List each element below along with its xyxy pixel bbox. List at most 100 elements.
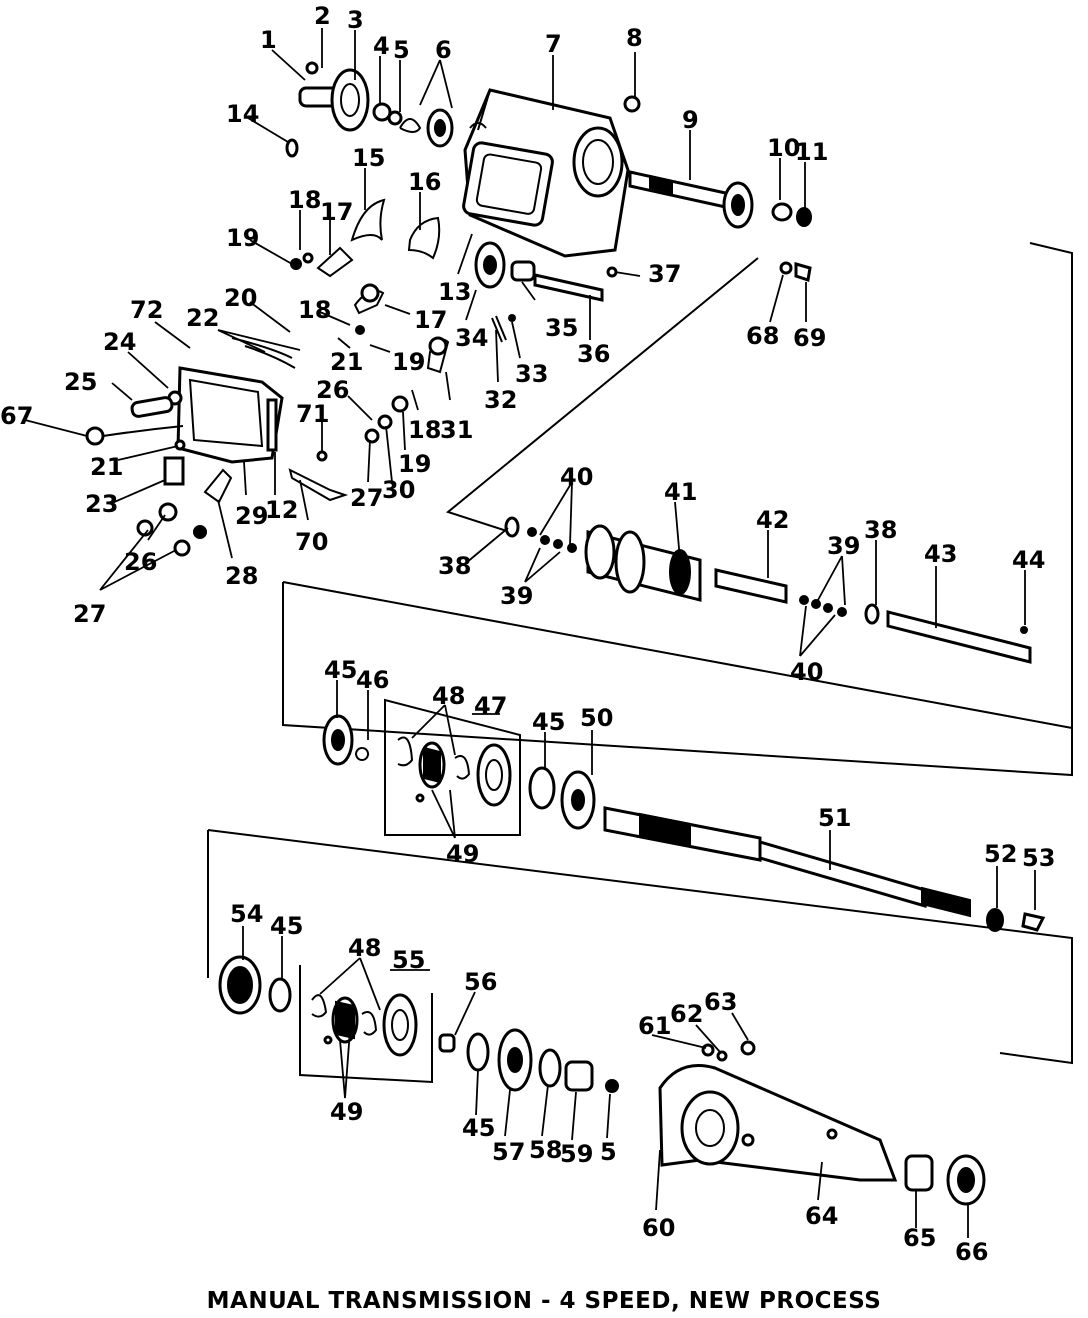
callout-22: 22: [186, 304, 219, 332]
callout-1: 1: [260, 26, 277, 54]
callout-7: 7: [545, 30, 562, 58]
callout-45-c: 45: [270, 912, 303, 940]
callout-26-a: 26: [316, 376, 349, 404]
callout-labels: 1 2 3 4 5 6 7 8 9 10 11 14 15 16 18 17 1…: [0, 2, 1055, 1266]
callout-19-b: 19: [392, 348, 425, 376]
callout-25: 25: [64, 368, 97, 396]
countershaft-components: [474, 241, 1032, 664]
callout-24: 24: [103, 328, 136, 356]
callout-33: 33: [515, 360, 548, 388]
callout-65: 65: [903, 1224, 936, 1252]
callout-28: 28: [225, 562, 258, 590]
callout-31: 31: [440, 416, 473, 444]
callout-49-b: 49: [330, 1098, 363, 1126]
callout-37: 37: [648, 260, 681, 288]
mainshaft-components: [322, 714, 1046, 932]
leader-lines: [24, 28, 1036, 1238]
callout-41: 41: [664, 478, 697, 506]
callout-57: 57: [492, 1138, 525, 1166]
callout-27-b: 27: [73, 600, 106, 628]
callout-18-b: 18: [298, 296, 331, 324]
callout-15: 15: [352, 144, 385, 172]
output-section-frame: [207, 829, 1073, 1065]
callout-46: 46: [356, 666, 389, 694]
callout-34: 34: [455, 324, 488, 352]
callout-63: 63: [704, 988, 737, 1016]
diagram-caption: MANUAL TRANSMISSION - 4 SPEED, NEW PROCE…: [206, 1288, 882, 1314]
callout-45-b: 45: [532, 708, 565, 736]
callout-48-a: 48: [432, 682, 465, 710]
callout-56: 56: [464, 968, 497, 996]
callout-16: 16: [408, 168, 441, 196]
callout-19-c: 19: [398, 450, 431, 478]
callout-69: 69: [793, 324, 826, 352]
callout-19-a: 19: [226, 224, 259, 252]
callout-44: 44: [1012, 546, 1045, 574]
callout-26-b: 26: [124, 548, 157, 576]
callout-20: 20: [224, 284, 257, 312]
callout-21-b: 21: [90, 453, 123, 481]
callout-23: 23: [85, 490, 118, 518]
callout-58: 58: [529, 1136, 562, 1164]
callout-30: 30: [382, 476, 415, 504]
shift-forks-and-rails: [290, 198, 450, 374]
callout-27-a: 27: [350, 484, 383, 512]
callout-52: 52: [984, 840, 1017, 868]
callout-29: 29: [235, 502, 268, 530]
shift-cover-assembly: [85, 337, 409, 557]
callout-38-a: 38: [864, 516, 897, 544]
callout-62: 62: [670, 1000, 703, 1028]
callout-3: 3: [347, 6, 364, 34]
callout-60: 60: [642, 1214, 675, 1242]
callout-10: 10: [767, 134, 800, 162]
mainshaft-section-frame: [282, 242, 1073, 777]
callout-12: 12: [265, 496, 298, 524]
callout-61: 61: [638, 1012, 671, 1040]
synchro-group-box-2: [299, 965, 433, 1084]
callout-17-b: 17: [414, 306, 447, 334]
callout-45-a: 45: [324, 656, 357, 684]
callout-11: 11: [795, 138, 828, 166]
callout-55: 55: [392, 946, 425, 974]
callout-6: 6: [435, 36, 452, 64]
callout-45-d: 45: [462, 1114, 495, 1142]
callout-21-a: 21: [330, 348, 363, 376]
callout-68: 68: [746, 322, 779, 350]
callout-40-a: 40: [560, 463, 593, 491]
callout-8: 8: [626, 24, 643, 52]
callout-36: 36: [577, 340, 610, 368]
callout-39-b: 39: [500, 582, 533, 610]
callout-5-b: 5: [600, 1138, 617, 1166]
callout-72: 72: [130, 296, 163, 324]
callout-18-c: 18: [408, 416, 441, 444]
callout-32: 32: [484, 386, 517, 414]
callout-59: 59: [560, 1140, 593, 1168]
callout-4: 4: [373, 32, 390, 60]
callout-49-a: 49: [446, 840, 479, 868]
countershaft-section-frame: [445, 257, 759, 533]
output-components: [218, 955, 756, 1093]
transmission-case: [462, 88, 641, 258]
callout-48-b: 48: [348, 934, 381, 962]
callout-9: 9: [682, 106, 699, 134]
callout-5: 5: [393, 36, 410, 64]
input-shaft-group: [285, 61, 454, 158]
callout-51: 51: [818, 804, 851, 832]
callout-42: 42: [756, 506, 789, 534]
callout-54: 54: [230, 900, 263, 928]
callout-66: 66: [955, 1238, 988, 1266]
callout-14: 14: [226, 100, 259, 128]
callout-43: 43: [924, 540, 957, 568]
extension-housing: [658, 1064, 986, 1206]
callout-39-a: 39: [827, 532, 860, 560]
callout-70: 70: [295, 528, 328, 556]
callout-13: 13: [438, 278, 471, 306]
callout-53: 53: [1022, 844, 1055, 872]
callout-40-b: 40: [790, 658, 823, 686]
callout-71: 71: [296, 400, 329, 428]
callout-50: 50: [580, 704, 613, 732]
main-drive-gear-shaft: [628, 170, 812, 229]
callout-67: 67: [0, 402, 33, 430]
callout-2: 2: [314, 2, 331, 30]
